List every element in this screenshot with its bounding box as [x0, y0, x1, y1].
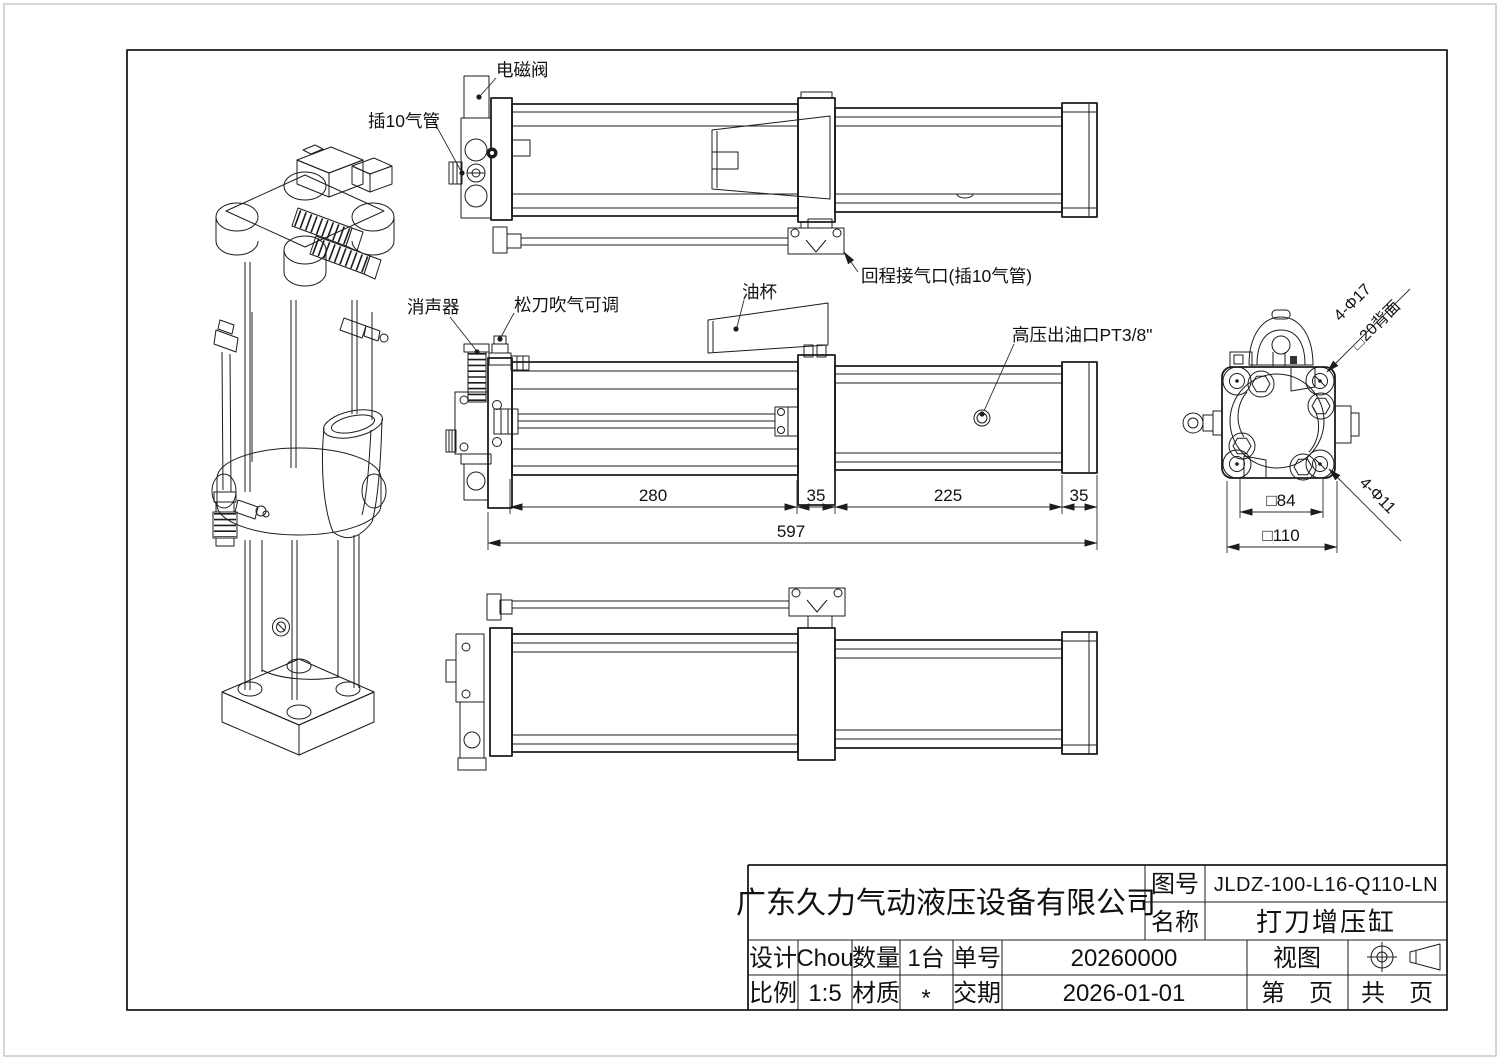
title-block: 广东久力气动液压设备有限公司 图号 JLDZ-100-L16-Q110-LN 名… — [736, 864, 1447, 1012]
bottom-view — [445, 587, 1098, 771]
design-label: 设计 — [749, 945, 797, 972]
label-oil-cup: 油杯 — [742, 282, 777, 302]
order-label: 单号 — [953, 945, 1001, 972]
label-solenoid-valve: 电磁阀 — [496, 60, 549, 80]
dim-280: 280 — [639, 486, 667, 505]
qty-label: 数量 — [852, 945, 900, 972]
order-value: 20260000 — [1071, 945, 1178, 972]
drawing-no: JLDZ-100-L16-Q110-LN — [1214, 874, 1438, 896]
top-view — [448, 75, 1098, 255]
drawing-no-label: 图号 — [1151, 871, 1199, 898]
front-view — [445, 302, 1098, 509]
scale-value: 1:5 — [808, 980, 841, 1007]
dim-597: 597 — [777, 522, 805, 541]
delivery-label: 交期 — [953, 980, 1001, 1007]
design-value: Chou — [796, 945, 853, 972]
material-label: 材质 — [852, 980, 900, 1007]
view-label: 视图 — [1273, 945, 1321, 972]
material-value: * — [921, 985, 930, 1012]
dim-225: 225 — [934, 486, 962, 505]
part-name: 打刀增压缸 — [1256, 907, 1396, 937]
part-name-label: 名称 — [1151, 909, 1199, 936]
dim-35a: 35 — [807, 486, 826, 505]
sheet-edge — [3, 3, 1497, 1057]
company-name: 广东久力气动液压设备有限公司 — [736, 887, 1156, 920]
dim-square110: □110 — [1262, 526, 1299, 545]
label-muffler: 消声器 — [407, 297, 460, 317]
projection-symbol-icon — [1367, 942, 1441, 972]
dim-35b: 35 — [1070, 486, 1089, 505]
page-label: 第 页 — [1261, 980, 1333, 1007]
end-dimensions: □84 □110 4-Φ17 ⌴20背面 4-Φ11 — [1226, 281, 1411, 553]
qty-value: 1台 — [907, 945, 944, 972]
callouts: 电磁阀 插10气管 消声器 松刀吹气可调 油杯 回程接气口(插10气管) 高压出… — [368, 60, 1152, 417]
label-hp-oil-outlet: 高压出油口PT3/8" — [1012, 325, 1152, 345]
delivery-value: 2026-01-01 — [1063, 980, 1186, 1007]
label-return-air-port: 回程接气口(插10气管) — [861, 266, 1032, 286]
label-knife-blow: 松刀吹气可调 — [514, 295, 619, 315]
drawing-frame — [126, 49, 1448, 1011]
front-dimensions: 280 35 225 35 597 — [487, 475, 1098, 550]
scale-label: 比例 — [749, 980, 797, 1007]
iso-view — [211, 144, 395, 756]
label-holes-11: 4-Φ11 — [1356, 474, 1399, 517]
end-view — [1182, 309, 1360, 481]
label-holes-17: 4-Φ17 — [1331, 281, 1375, 325]
dim-square84: □84 — [1266, 491, 1295, 510]
total-pages-label: 共 页 — [1361, 980, 1433, 1007]
label-air-tube: 插10气管 — [368, 111, 440, 131]
